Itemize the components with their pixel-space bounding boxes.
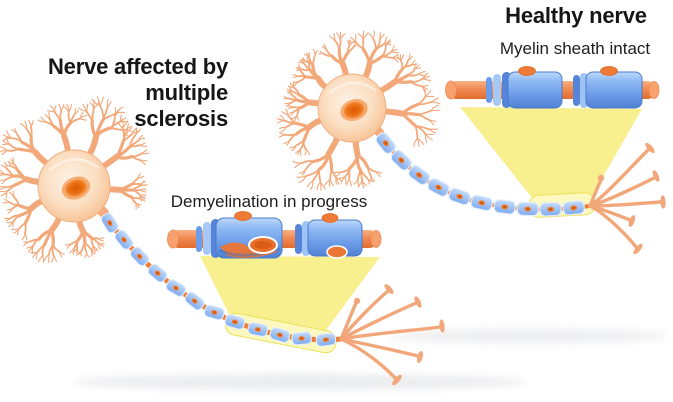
healthy-title: Healthy nerve <box>505 3 647 28</box>
myelin-sheath-right <box>585 71 643 109</box>
ground-shadow-left <box>72 374 528 390</box>
healthy-nucleus <box>340 99 368 121</box>
dendrite-branches <box>3 104 142 257</box>
myelin-segment <box>202 303 226 322</box>
ms-nucleus <box>61 176 91 200</box>
healthy-dendrites <box>276 30 441 192</box>
dendrite-branches <box>276 30 441 192</box>
myelin-segment <box>290 330 313 346</box>
dendrite-branches <box>11 117 135 247</box>
myelin-segment <box>425 176 452 199</box>
myelin-segment <box>516 201 540 217</box>
healthy-myelin-detail <box>445 66 660 109</box>
schwann-nucleus-bump <box>600 66 618 76</box>
dendrite-branches <box>0 96 150 263</box>
ms-soma-highlight <box>48 158 101 172</box>
damaged-myelin-detail <box>167 211 382 259</box>
myelin-segment <box>446 186 473 207</box>
healthy-axon-terminal <box>588 142 666 255</box>
ms-dendrites <box>0 96 150 263</box>
dendrite-branches <box>283 37 432 184</box>
ms-title-line: sclerosis <box>134 106 228 131</box>
ms-title-line: Nerve affected by <box>47 54 228 79</box>
ground-shadow-right <box>388 329 668 343</box>
ms-neuron <box>0 96 445 386</box>
healthy-caption: Myelin sheath intact <box>499 39 651 58</box>
myelin-segment <box>562 199 586 216</box>
dendrite-branches <box>293 47 421 173</box>
healthy-neuron <box>276 30 666 255</box>
dendrite-branches <box>305 60 406 159</box>
healthy-soma-highlight <box>328 81 377 95</box>
myelin-segment <box>469 193 494 213</box>
healthy-magnifier-beam <box>460 107 642 203</box>
myelin-lesion <box>248 236 278 254</box>
dendrite-branches <box>23 133 124 234</box>
myelin-segment <box>314 331 337 348</box>
ms-title-line: multiple <box>145 80 228 105</box>
myelin-notch <box>326 245 348 259</box>
myelin-sheath-left <box>507 71 563 109</box>
myelin-segment <box>492 198 517 216</box>
ms-axon-terminal <box>339 284 445 386</box>
schwann-nucleus-bump <box>518 66 536 76</box>
ms-caption: Demyelination in progress <box>170 192 368 211</box>
schwann-nucleus-bump <box>234 211 252 221</box>
myelin-segment <box>539 201 562 217</box>
schwann-nucleus-bump <box>321 213 339 223</box>
ms-title: Nerve affected by multiple sclerosis <box>10 54 228 132</box>
